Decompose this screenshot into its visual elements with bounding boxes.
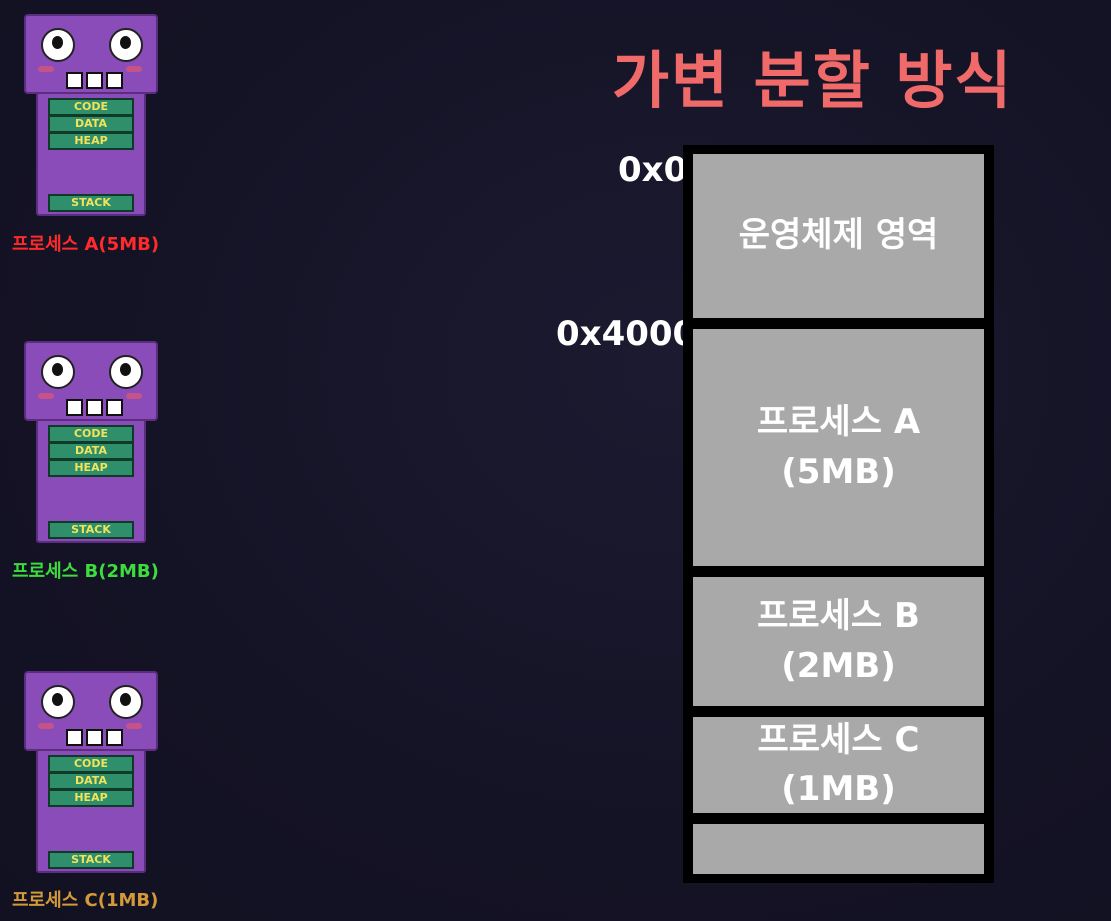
robot-eye-icon [41,685,75,719]
robot-body: CODE DATA HEAP STACK [36,749,146,873]
process-a-robot: CODE DATA HEAP STACK [24,14,158,216]
robot-eye-icon [41,28,75,62]
segment-heap: HEAP [48,789,134,807]
segment-heap: HEAP [48,132,134,150]
memory-block-free [693,824,984,874]
segment-stack: STACK [48,521,134,539]
robot-eye-icon [109,28,143,62]
robot-cheek [126,66,142,72]
robot-body: CODE DATA HEAP STACK [36,419,146,543]
process-a-label: 프로세스 A(5MB) [12,234,160,255]
robot-cheek [38,723,54,729]
segment-code: CODE [48,98,134,116]
process-c-robot: CODE DATA HEAP STACK [24,671,158,873]
memory-block-size: (2MB) [781,645,896,686]
process-b-label: 프로세스 B(2MB) [12,561,159,582]
memory-map: 운영체제 영역 프로세스 A (5MB) 프로세스 B (2MB) 프로세스 C… [683,145,994,883]
memory-block-process-b: 프로세스 B (2MB) [693,577,984,706]
segment-data: DATA [48,442,134,460]
segment-code: CODE [48,425,134,443]
robot-teeth [66,72,123,89]
robot-cheek [38,393,54,399]
memory-block-size: (1MB) [781,769,896,809]
segment-stack: STACK [48,851,134,869]
robot-teeth [66,729,123,746]
robot-eye-icon [109,685,143,719]
robot-head [24,671,158,751]
memory-block-label: 프로세스 A [756,402,921,443]
memory-block-os: 운영체제 영역 [693,154,984,318]
memory-block-size: (5MB) [781,451,896,492]
memory-block-label: 프로세스 B [757,596,920,637]
memory-block-label: 프로세스 C [757,719,920,760]
memory-block-label: 운영체제 영역 [738,215,939,256]
robot-body: CODE DATA HEAP STACK [36,92,146,216]
address-0x4000: 0x4000 [556,314,697,354]
robot-cheek [126,393,142,399]
process-c-label: 프로세스 C(1MB) [12,890,159,911]
segment-stack: STACK [48,194,134,212]
robot-cheek [38,66,54,72]
segment-code: CODE [48,755,134,773]
segment-data: DATA [48,772,134,790]
robot-teeth [66,399,123,416]
robot-eye-icon [109,355,143,389]
robot-head [24,341,158,421]
address-0x0: 0x0 [618,150,688,190]
robot-eye-icon [41,355,75,389]
memory-block-process-a: 프로세스 A (5MB) [693,329,984,566]
slide-title: 가변 분할 방식 [612,44,1014,117]
segment-heap: HEAP [48,459,134,477]
process-b-robot: CODE DATA HEAP STACK [24,341,158,543]
segment-data: DATA [48,115,134,133]
robot-head [24,14,158,94]
memory-block-process-c: 프로세스 C (1MB) [693,717,984,813]
robot-cheek [126,723,142,729]
